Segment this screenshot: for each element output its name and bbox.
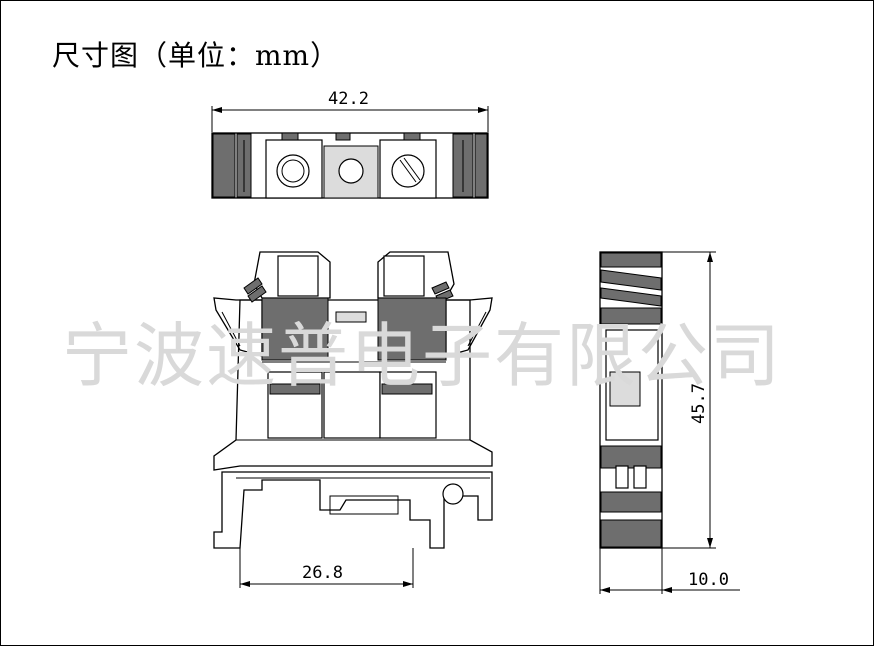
dim-top-width: 42.2 bbox=[328, 89, 369, 109]
side-view: 45.7 10.0 bbox=[599, 251, 740, 594]
rail-dimension: 26.8 bbox=[239, 548, 414, 588]
dim-rail-width: 26.8 bbox=[302, 563, 343, 583]
drawing-title: 尺寸图（单位：mm） bbox=[52, 39, 340, 72]
front-view bbox=[213, 251, 493, 549]
top-view: 42.2 bbox=[211, 89, 489, 199]
dim-side-width: 10.0 bbox=[688, 570, 729, 590]
dim-height: 45.7 bbox=[689, 383, 709, 424]
